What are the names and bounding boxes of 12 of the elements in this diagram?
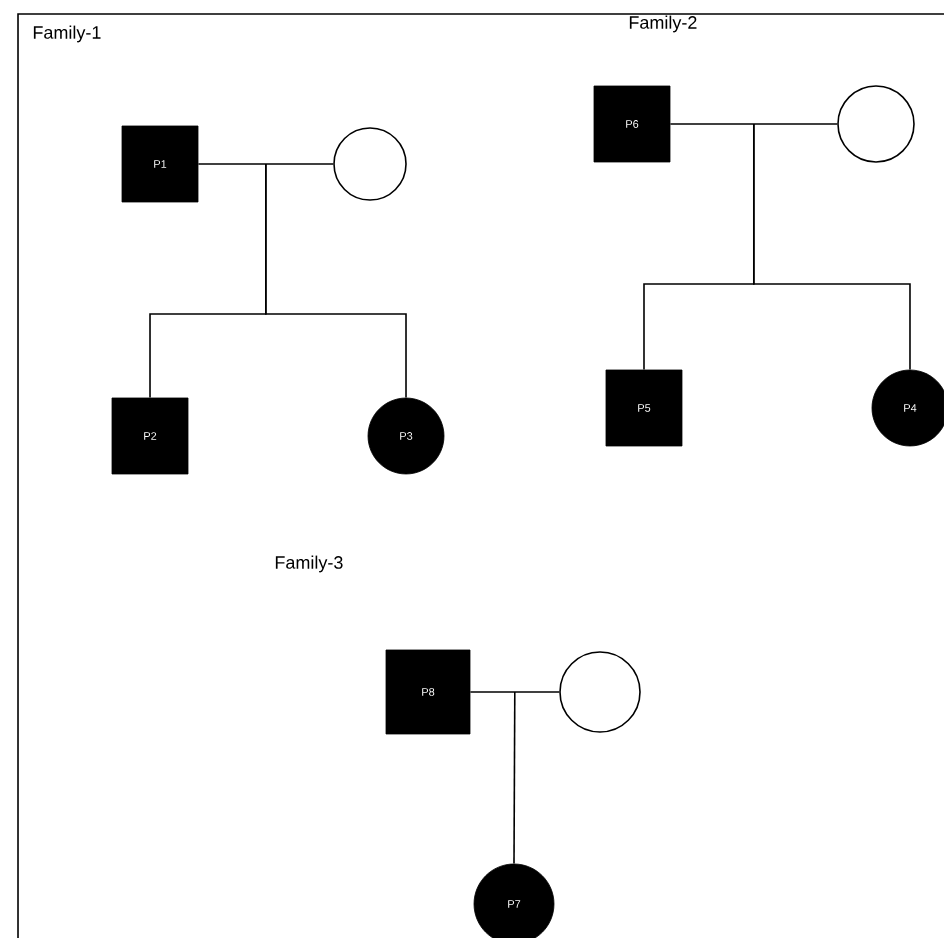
family-label: Family-2 <box>629 15 697 33</box>
descent-line <box>265 163 407 399</box>
family-label: Family-3 <box>275 555 343 573</box>
partner-line <box>469 691 560 693</box>
unaffected-female-circle <box>559 651 641 733</box>
descent-line <box>513 691 516 865</box>
partner-line <box>197 163 334 165</box>
descent-line <box>753 123 911 371</box>
unaffected-female-circle <box>333 127 407 201</box>
family-label: Family-1 <box>33 25 101 43</box>
unaffected-female-circle <box>837 85 915 163</box>
partner-line <box>669 123 838 125</box>
